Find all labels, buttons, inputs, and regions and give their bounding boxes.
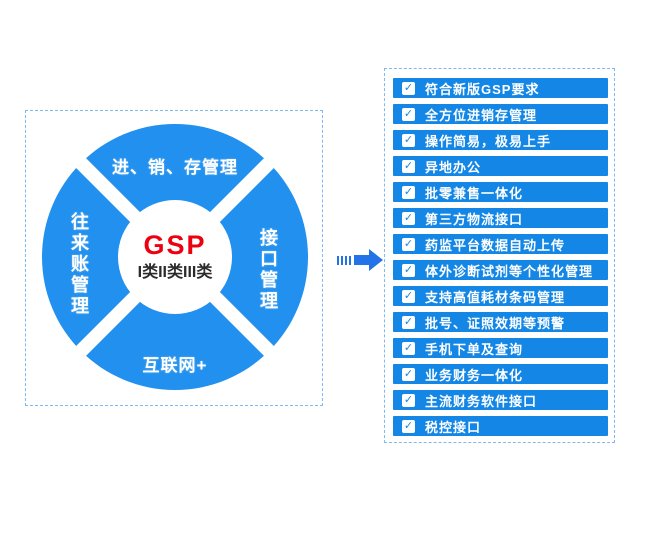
check-icon: ✓ (403, 393, 414, 406)
checklist-item: ✓ 药监平台数据自动上传 (393, 234, 608, 254)
check-icon: ✓ (403, 159, 414, 172)
checkbox-icon: ✓ (402, 263, 415, 277)
checkbox-icon: ✓ (402, 185, 415, 199)
checklist-item: ✓ 第三方物流接口 (393, 208, 608, 228)
checklist-item: ✓ 手机下单及查询 (393, 338, 608, 358)
checklist-item-label: 税控接口 (425, 419, 482, 435)
checklist-item: ✓ 支持高值耗材条码管理 (393, 286, 608, 306)
checkbox-icon: ✓ (402, 107, 415, 121)
checkbox-icon: ✓ (402, 367, 415, 381)
checklist-item: ✓ 批零兼售一体化 (393, 182, 608, 202)
checklist-item: ✓ 税控接口 (393, 416, 608, 436)
checkbox-icon: ✓ (402, 81, 415, 95)
arrow-right-icon (337, 248, 384, 272)
checklist-item: ✓ 异地办公 (393, 156, 608, 176)
check-icon: ✓ (403, 107, 414, 120)
segment-label-left: 往来账管理 (69, 212, 89, 317)
checkbox-icon: ✓ (402, 237, 415, 251)
check-icon: ✓ (403, 419, 414, 432)
checkbox-icon: ✓ (402, 419, 415, 433)
checklist-item-label: 异地办公 (425, 159, 482, 175)
arrow-dash (348, 255, 351, 265)
segment-label-bottom: 互联网+ (142, 356, 208, 375)
check-icon: ✓ (403, 315, 414, 328)
checkbox-icon: ✓ (402, 289, 415, 303)
checklist-item-label: 符合新版GSP要求 (425, 81, 540, 97)
checkbox-icon: ✓ (402, 159, 415, 173)
check-icon: ✓ (403, 263, 414, 276)
checklist-item-label: 药监平台数据自动上传 (425, 237, 566, 253)
features-panel: ✓ 符合新版GSP要求 ✓ 全方位进销存管理 ✓ 操作简易，极易上手 ✓ 异地办… (384, 68, 615, 443)
check-icon: ✓ (403, 367, 414, 380)
arrow-shaft (353, 255, 370, 265)
checklist-item-label: 主流财务软件接口 (425, 393, 538, 409)
checkbox-icon: ✓ (402, 393, 415, 407)
arrow-dash (337, 255, 339, 265)
checkbox-icon: ✓ (402, 133, 415, 147)
check-icon: ✓ (403, 185, 414, 198)
check-icon: ✓ (403, 341, 414, 354)
check-icon: ✓ (403, 211, 414, 224)
segment-label-right: 接口管理 (258, 228, 278, 312)
check-icon: ✓ (403, 81, 414, 94)
check-icon: ✓ (403, 237, 414, 250)
check-icon: ✓ (403, 133, 414, 146)
center-title: GSP (143, 230, 207, 260)
checklist-item-label: 全方位进销存管理 (425, 107, 538, 123)
checklist-item: ✓ 批号、证照效期等预警 (393, 312, 608, 332)
donut-chart: 进、销、存管理 往来账管理 接口管理 互联网+ GSP I类II类III类 (42, 124, 308, 390)
check-icon: ✓ (403, 289, 414, 302)
checklist-item-label: 批零兼售一体化 (425, 185, 524, 201)
checklist-item-label: 手机下单及查询 (425, 341, 524, 357)
checklist-item-label: 体外诊断试剂等个性化管理 (425, 263, 594, 279)
checklist-item: ✓ 全方位进销存管理 (393, 104, 608, 124)
checklist-item-label: 支持高值耗材条码管理 (425, 289, 566, 305)
checklist-item-label: 业务财务一体化 (425, 367, 524, 383)
checklist-item-label: 操作简易，极易上手 (425, 133, 552, 149)
checklist-item-label: 批号、证照效期等预警 (425, 315, 566, 331)
checklist-item: ✓ 符合新版GSP要求 (393, 78, 608, 98)
checkbox-icon: ✓ (402, 315, 415, 329)
arrow-dash (344, 255, 347, 265)
arrow-head (369, 249, 384, 271)
center-subtitle: I类II类III类 (137, 264, 213, 281)
checkbox-icon: ✓ (402, 341, 415, 355)
arrow-dash (340, 255, 343, 265)
checklist-item: ✓ 操作简易，极易上手 (393, 130, 608, 150)
gsp-diagram-panel: 进、销、存管理 往来账管理 接口管理 互联网+ GSP I类II类III类 (25, 110, 323, 406)
checklist-item: ✓ 主流财务软件接口 (393, 390, 608, 410)
checklist-item: ✓ 业务财务一体化 (393, 364, 608, 384)
checklist-item-label: 第三方物流接口 (425, 211, 524, 227)
feature-checklist: ✓ 符合新版GSP要求 ✓ 全方位进销存管理 ✓ 操作简易，极易上手 ✓ 异地办… (393, 78, 608, 442)
checklist-item: ✓ 体外诊断试剂等个性化管理 (393, 260, 608, 280)
segment-label-top: 进、销、存管理 (112, 158, 238, 177)
donut-center (118, 200, 232, 314)
checkbox-icon: ✓ (402, 211, 415, 225)
